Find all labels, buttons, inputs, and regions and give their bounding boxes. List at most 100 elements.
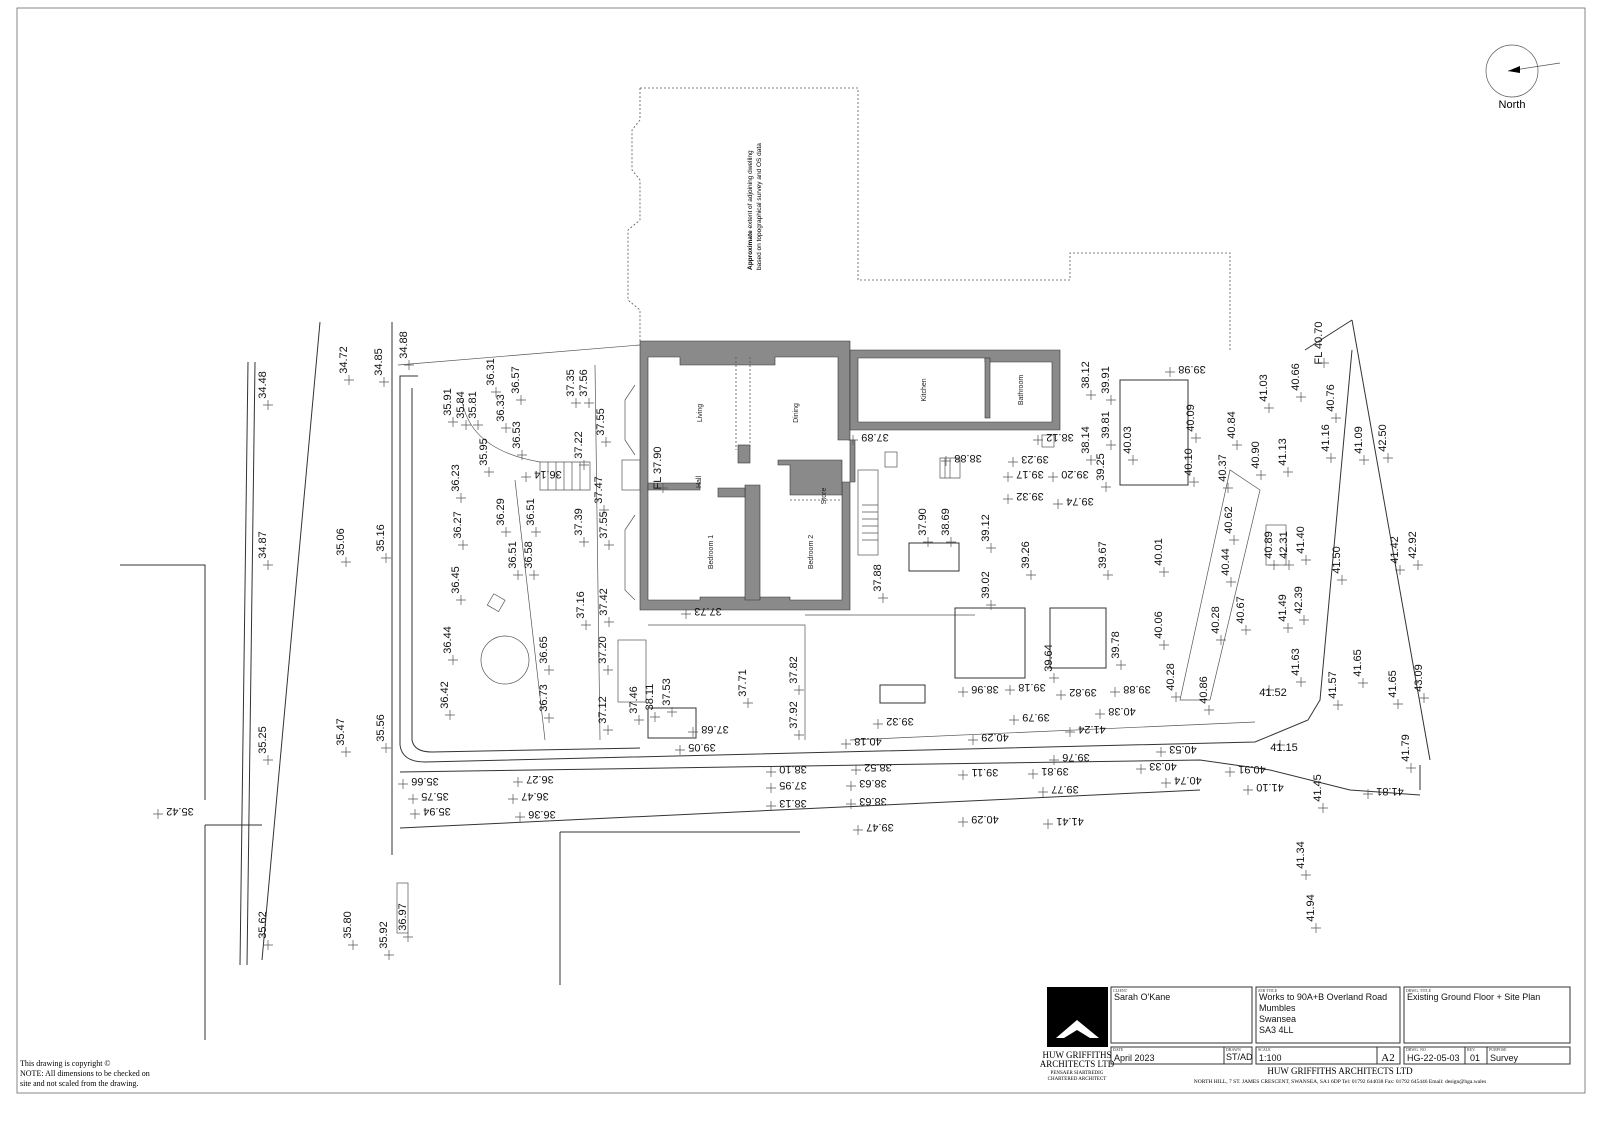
level-cross-icon <box>873 719 883 729</box>
level-value: 39.20 <box>1061 468 1089 480</box>
level-cross-icon <box>491 387 501 397</box>
spot-level: 40.44 <box>1220 548 1236 587</box>
spot-level: 42.92 <box>1407 531 1423 570</box>
level-value: 36.36 <box>528 808 556 820</box>
level-value: 37.92 <box>788 701 800 729</box>
street-lines <box>120 321 800 1040</box>
logo-text-3: PENSAER SIARTREDIG <box>1051 1071 1104 1076</box>
level-value: 38.63 <box>859 777 887 789</box>
level-value: 39.32 <box>1016 490 1044 502</box>
spot-level: 40.29 <box>968 731 1009 745</box>
spot-level: 36.14 <box>521 468 562 482</box>
level-cross-icon <box>445 710 455 720</box>
north-arrow: North <box>1485 44 1561 111</box>
drawing-no-label: DRWG. NO <box>1406 1047 1426 1052</box>
level-value: 36.73 <box>538 684 550 712</box>
spot-level: 38.14 <box>1080 426 1096 465</box>
spot-level: 39.77 <box>1038 783 1079 797</box>
level-cross-icon <box>1159 567 1169 577</box>
spot-level: 37.88 <box>872 564 888 603</box>
spot-level: 41.03 <box>1258 374 1274 413</box>
level-cross-icon <box>1269 560 1279 570</box>
level-value: 39.17 <box>1016 468 1044 480</box>
level-cross-icon <box>1053 499 1063 509</box>
spot-level: 40.28 <box>1210 606 1226 645</box>
spot-level: 37.73 <box>681 605 722 619</box>
level-value: 37.35 <box>565 369 577 397</box>
level-value: 36.23 <box>450 464 462 492</box>
level-cross-icon <box>1156 747 1166 757</box>
room-label-bedroom-2: Bedroom 2 <box>808 535 815 569</box>
level-cross-icon <box>1243 785 1253 795</box>
level-value: 36.45 <box>450 566 462 594</box>
spot-level: 38.96 <box>958 683 999 697</box>
level-cross-icon <box>946 537 956 547</box>
level-cross-icon <box>579 537 589 547</box>
level-value: 37.73 <box>694 605 722 617</box>
drawn-value: ST/AD <box>1226 1052 1253 1062</box>
spot-level: 41.42 <box>1389 536 1405 575</box>
level-value: 38.11 <box>644 684 656 711</box>
level-cross-icon <box>448 417 458 427</box>
level-cross-icon <box>516 395 526 405</box>
spot-level: 39.05 <box>675 741 716 755</box>
spot-level: 35.66 <box>398 775 439 789</box>
logo-text-4: CHARTERED ARCHITECT <box>1048 1077 1107 1082</box>
level-cross-icon <box>456 595 466 605</box>
adjoining-dwelling-note-2: based on topographical survey and OS dat… <box>756 143 763 270</box>
company-address: NORTH HILL, 7 ST. JAMES CRESCENT, SWANSE… <box>1194 1079 1486 1085</box>
level-cross-icon <box>603 725 613 735</box>
spot-level: 37.55 <box>595 408 611 447</box>
level-value: 39.64 <box>1043 644 1055 672</box>
level-value: 37.90 <box>917 508 929 536</box>
spot-level: 36.23 <box>450 464 466 503</box>
logo-roof-icon <box>1056 1020 1099 1038</box>
date-value: April 2023 <box>1114 1053 1155 1063</box>
level-cross-icon <box>766 767 776 777</box>
level-cross-icon <box>1319 358 1329 368</box>
spot-level: 35.56 <box>375 714 391 753</box>
spot-level: 39.12 <box>980 514 996 553</box>
spot-level: 40.90 <box>1250 441 1266 480</box>
level-value: 37.42 <box>598 588 610 616</box>
level-value: 36.14 <box>534 468 562 480</box>
level-value: 39.23 <box>1021 453 1049 465</box>
spot-level: 40.18 <box>841 735 882 749</box>
spot-level: 36.29 <box>495 498 511 537</box>
spot-level: 39.67 <box>1097 541 1113 580</box>
spot-level: 37.82 <box>788 656 804 695</box>
level-cross-icon <box>604 617 614 627</box>
level-cross-icon <box>1049 673 1059 683</box>
level-value: 41.03 <box>1258 374 1270 402</box>
level-cross-icon <box>508 794 518 804</box>
level-cross-icon <box>1103 570 1113 580</box>
level-value: 37.22 <box>573 431 585 459</box>
job-title-line-3: Swansea <box>1259 1014 1296 1024</box>
spot-level: 37.46 <box>628 686 644 725</box>
spot-level: 41.52 <box>1259 685 1287 699</box>
spot-level: 36.47 <box>508 790 549 804</box>
level-value: 35.91 <box>442 388 454 416</box>
spot-level: 39.79 <box>1009 711 1050 725</box>
level-cross-icon <box>1358 678 1368 688</box>
level-value: 41.50 <box>1331 546 1343 574</box>
level-cross-icon <box>379 377 389 387</box>
spot-level: 38.88 <box>941 452 982 466</box>
spot-level: 35.91 <box>442 388 458 427</box>
level-value: 36.27 <box>452 511 464 539</box>
level-value: 37.53 <box>661 678 673 706</box>
level-value: 41.65 <box>1387 670 1399 698</box>
level-cross-icon <box>958 770 968 780</box>
adjoining-dwelling-outline <box>627 87 1231 350</box>
level-value: 40.91 <box>1238 763 1266 775</box>
level-value: 40.09 <box>1185 404 1197 432</box>
level-cross-icon <box>681 609 691 619</box>
spot-level: 41.15 <box>1270 740 1298 754</box>
spot-level: 37.12 <box>597 696 613 735</box>
level-cross-icon <box>923 537 933 547</box>
level-cross-icon <box>650 712 660 722</box>
level-cross-icon <box>675 745 685 755</box>
level-value: 38.88 <box>954 452 982 464</box>
job-title-label: JOB TITLE <box>1258 988 1278 993</box>
level-cross-icon <box>408 794 418 804</box>
